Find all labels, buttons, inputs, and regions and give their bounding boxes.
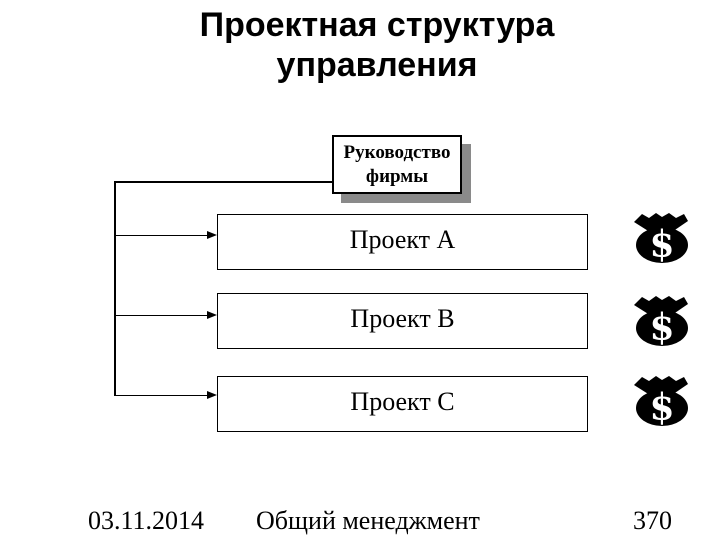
dollar-symbol: $: [649, 307, 674, 347]
money-bag-icon: $: [632, 373, 690, 426]
connector-branch-b: [114, 314, 207, 316]
footer-date: 03.11.2014: [88, 506, 205, 535]
project-box-label: Проект А: [349, 224, 456, 254]
connector-branch-c: [114, 394, 207, 396]
slide-title: Проектная структура управления: [199, 6, 555, 84]
dollar-symbol: $: [649, 224, 674, 264]
connector-trunk-line: [114, 181, 116, 396]
project-box-label: Проект В: [350, 303, 455, 333]
management-box-label: Руководство фирмы: [343, 141, 451, 187]
connector-root-line: [114, 181, 332, 183]
money-bag-icon: $: [632, 293, 690, 346]
footer-course-title: Общий менеджмент: [256, 506, 480, 535]
project-box-a: Проект А: [217, 214, 588, 270]
footer-page-number: 370: [633, 506, 672, 535]
project-box-c: Проект С: [217, 376, 588, 432]
connector-branch-a: [114, 234, 207, 236]
arrowhead-icon: [207, 230, 217, 239]
project-box-label: Проект С: [350, 386, 455, 416]
management-box: Руководство фирмы: [332, 135, 462, 194]
project-box-b: Проект В: [217, 293, 588, 349]
arrowhead-icon: [207, 310, 217, 319]
arrowhead-icon: [207, 390, 217, 399]
money-bag-icon: $: [632, 210, 690, 263]
dollar-symbol: $: [649, 387, 674, 427]
